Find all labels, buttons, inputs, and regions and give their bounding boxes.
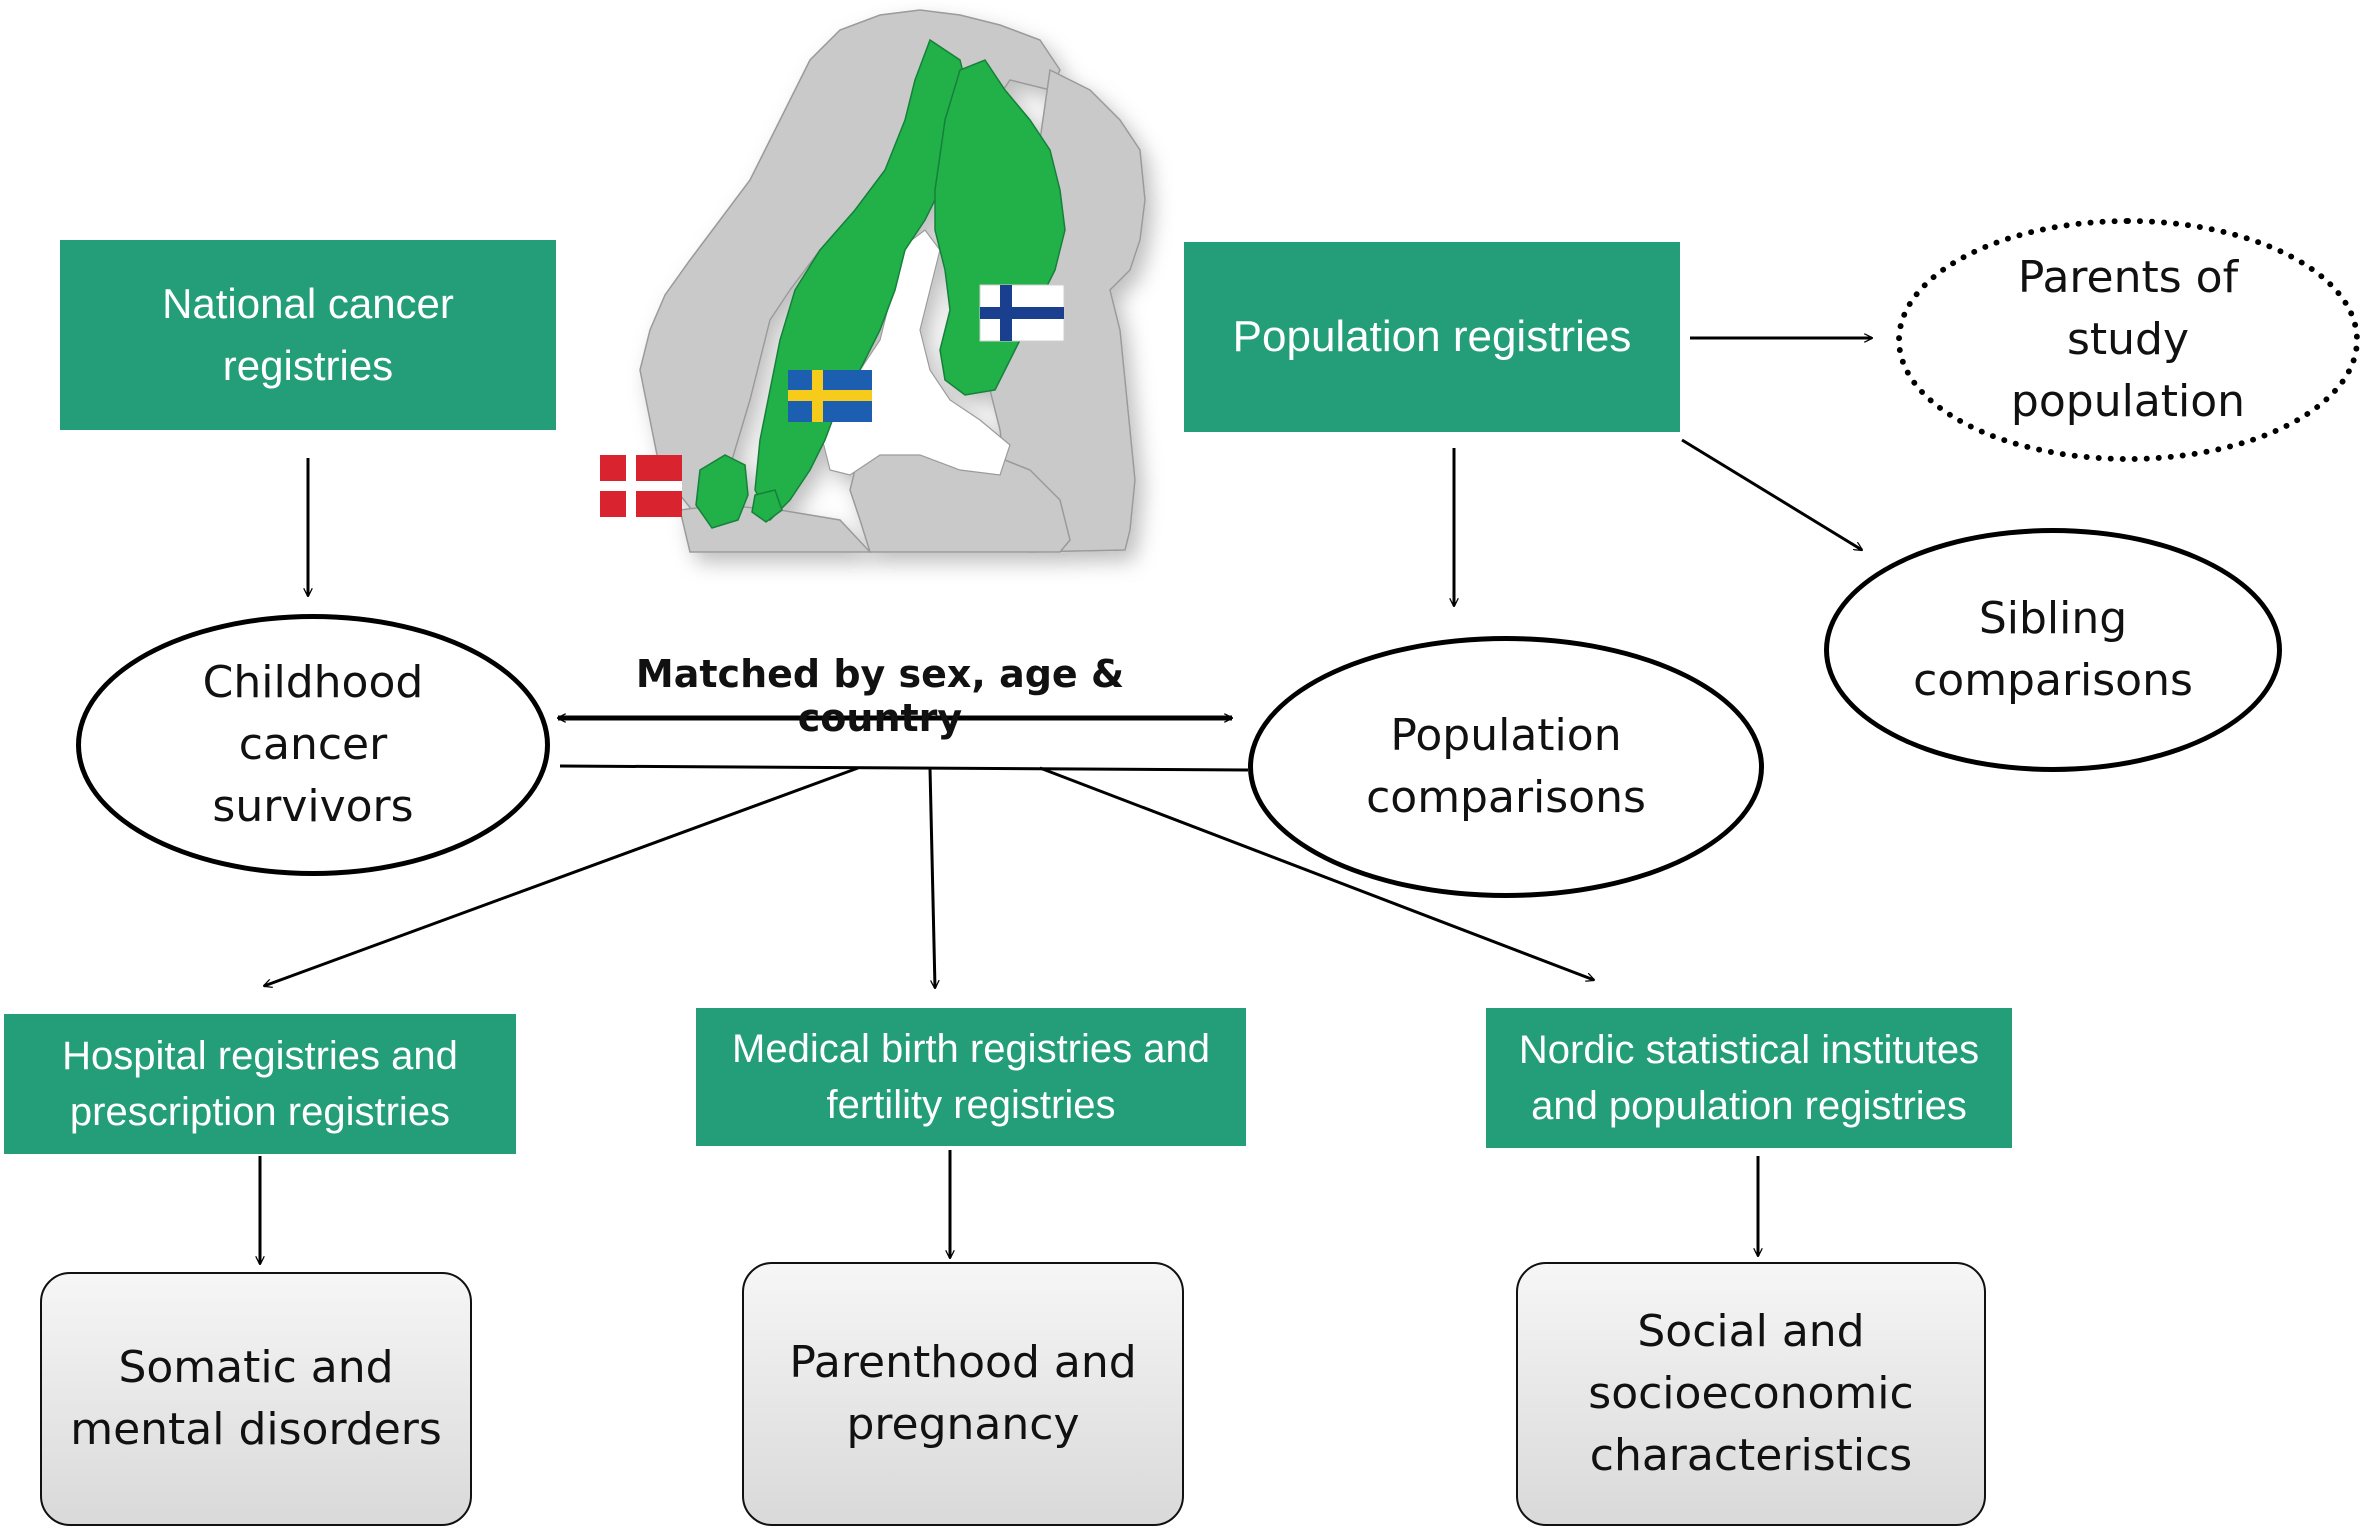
arrow-population-to-siblings (1681, 438, 1862, 552)
hospital-prescription-registries-box: Hospital registries and prescription reg… (4, 1014, 516, 1154)
statistical-institutes-box: Nordic statistical institutes and popula… (1486, 1008, 2012, 1148)
social-socioeconomic-box: Social and socioeconomic characteristics (1516, 1262, 1986, 1526)
somatic-mental-disorders-box: Somatic and mental disorders (40, 1272, 472, 1526)
finland-flag-icon (979, 284, 1065, 342)
connectors (260, 338, 1872, 1264)
denmark-region (695, 454, 749, 529)
national-cancer-registries-box: National cancer registries (60, 240, 556, 430)
denmark-flag-icon (600, 455, 682, 517)
parents-of-study-population-oval: Parents of study population (1896, 218, 2360, 462)
arrow-to-hospital (264, 766, 859, 986)
arrow-to-statistical (1039, 766, 1594, 980)
cohort-connector-line (559, 764, 1249, 772)
parenthood-pregnancy-box: Parenthood and pregnancy (742, 1262, 1184, 1526)
birth-fertility-registries-box: Medical birth registries and fertility r… (696, 1008, 1246, 1146)
population-registries-box: Population registries (1184, 242, 1680, 432)
matching-label: Matched by sex, age & country (635, 652, 1125, 740)
childhood-cancer-survivors-oval: Childhood cancer survivors (76, 614, 550, 876)
sibling-comparisons-oval: Sibling comparisons (1824, 528, 2282, 772)
norway-region (639, 9, 1061, 522)
population-comparisons-oval: Population comparisons (1248, 636, 1764, 898)
sweden-flag-icon (788, 370, 872, 422)
nordic-map (600, 9, 1146, 553)
denmark-island (751, 489, 783, 523)
arrow-to-birth (928, 767, 935, 988)
